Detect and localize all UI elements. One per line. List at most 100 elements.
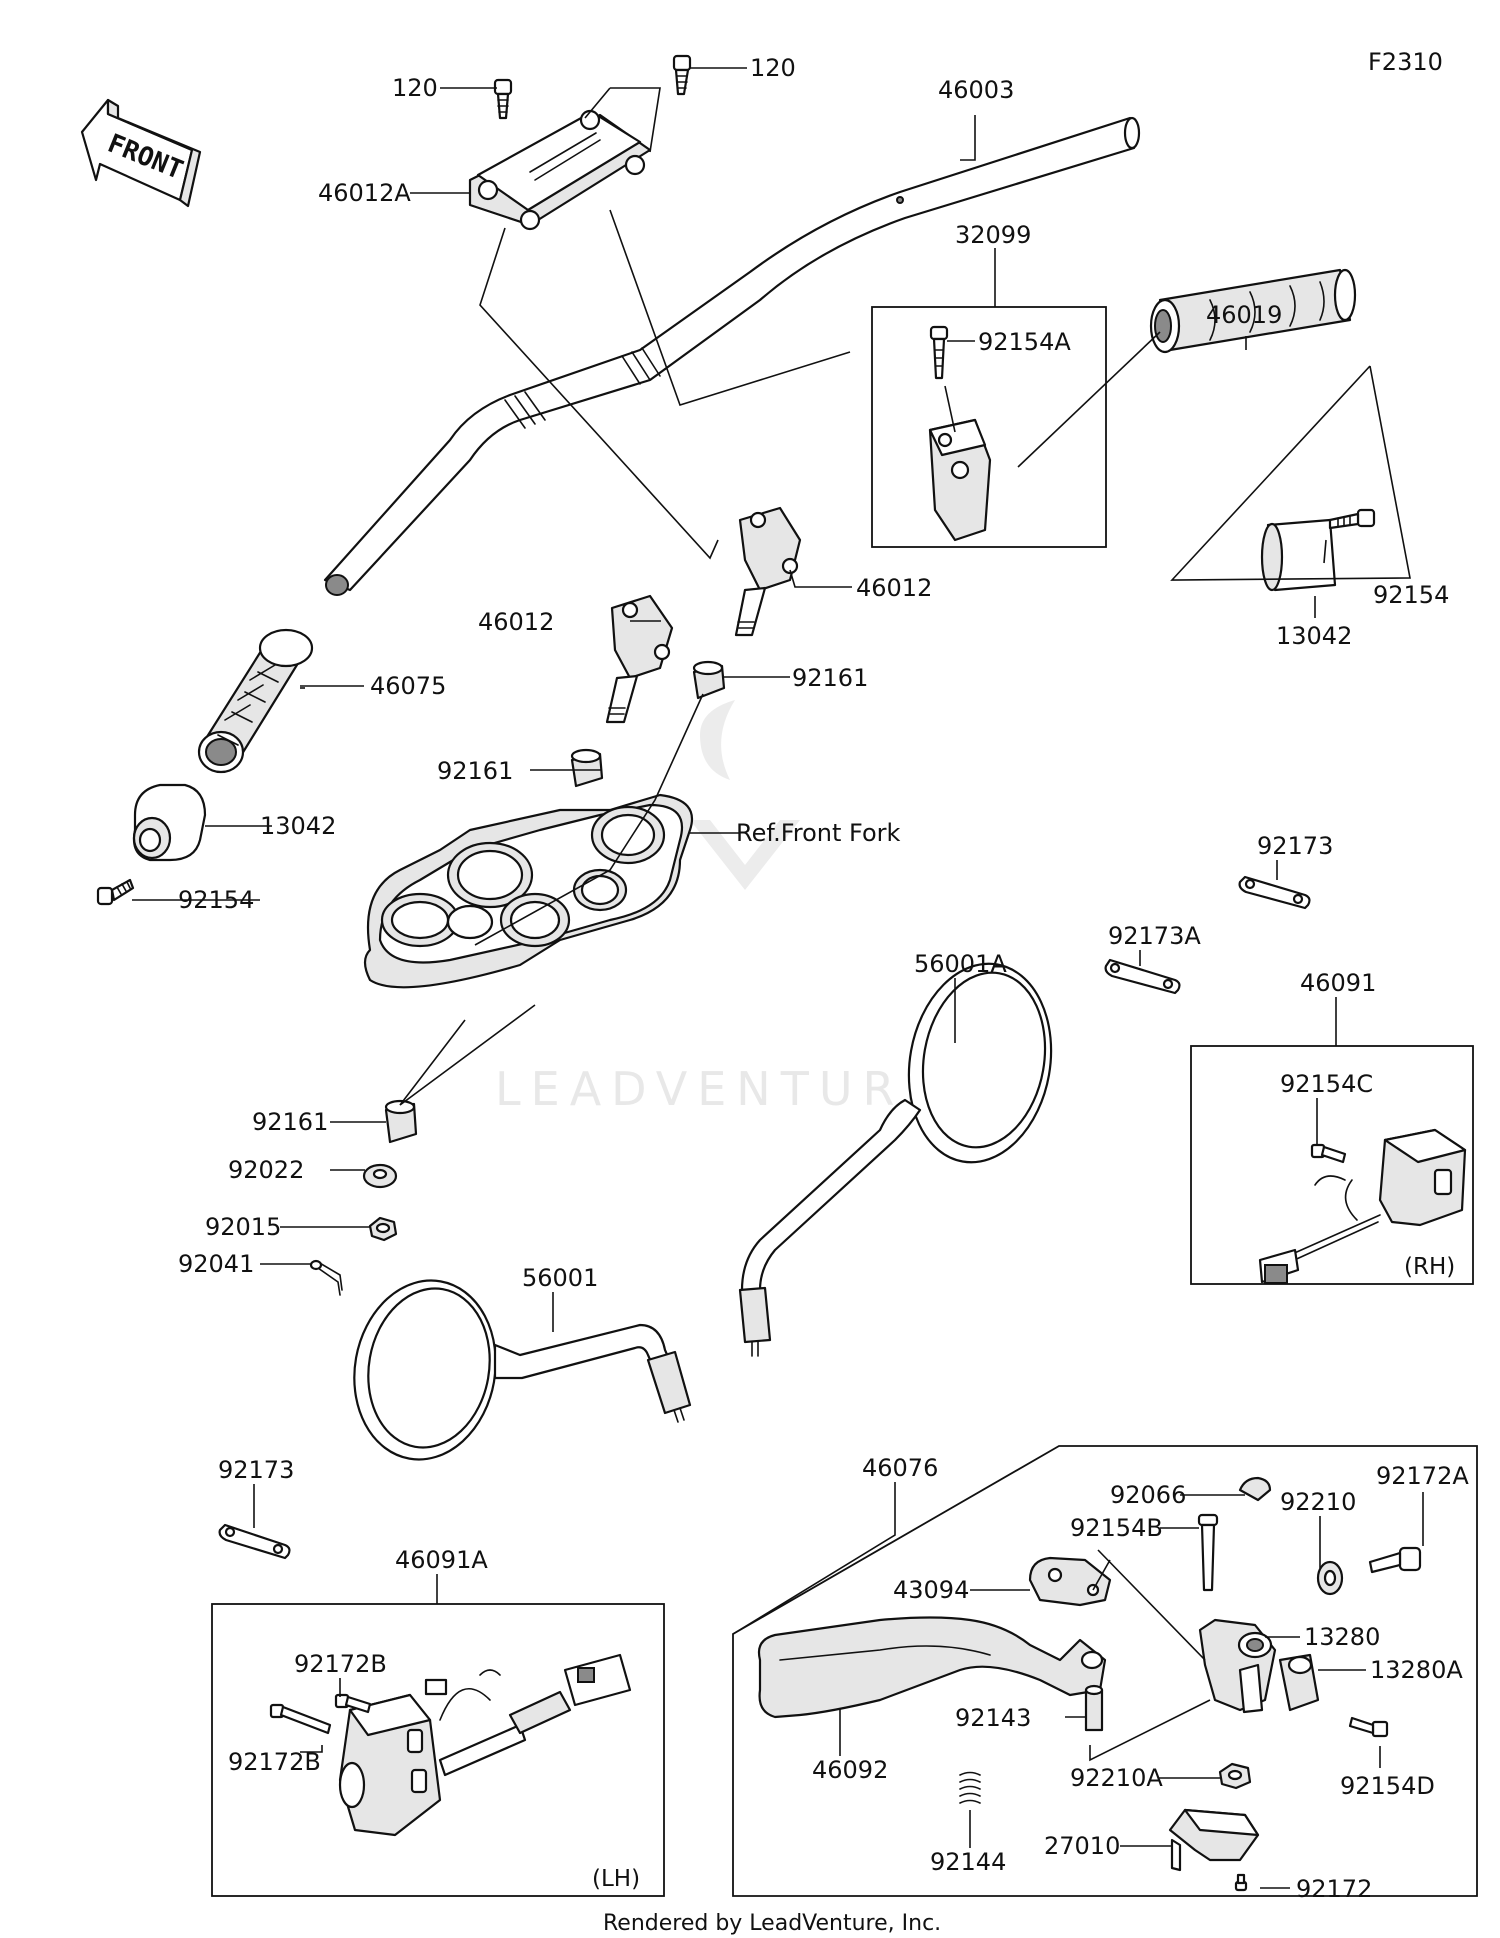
label-92210: 92210 xyxy=(1280,1488,1356,1516)
bar-end-weight-left xyxy=(132,783,207,862)
label-92154B: 92154B xyxy=(1070,1514,1163,1542)
screw-92154D xyxy=(1348,1716,1389,1738)
watermark-text: LEADVENTURE xyxy=(495,1062,944,1116)
bolt-92172A xyxy=(1368,1546,1422,1574)
label-92154-right: 92154 xyxy=(1373,581,1449,609)
upper-triple-clamp xyxy=(363,793,693,989)
switch-housing-rh xyxy=(1258,1128,1467,1284)
riser-left xyxy=(605,594,674,724)
switch-housing-lh xyxy=(338,1653,632,1837)
bolt-92154B xyxy=(1197,1513,1219,1592)
label-92015: 92015 xyxy=(205,1213,281,1241)
plate-92173-right xyxy=(1238,875,1311,910)
label-92173A: 92173A xyxy=(1108,922,1201,950)
label-92161-lower: 92161 xyxy=(252,1108,328,1136)
label-92173-right: 92173 xyxy=(1257,832,1333,860)
label-13280: 13280 xyxy=(1304,1623,1380,1651)
label-lh: (LH) xyxy=(592,1866,640,1892)
label-92154C: 92154C xyxy=(1280,1070,1373,1098)
bushing-92161-mid xyxy=(570,748,604,788)
switch-lh-box xyxy=(211,1603,665,1897)
watermark: LEADVENTURE xyxy=(495,700,944,1116)
label-56001A: 56001A xyxy=(914,950,1007,978)
label-92041: 92041 xyxy=(178,1250,254,1278)
adjuster-92210 xyxy=(1316,1560,1344,1596)
mirror-right xyxy=(738,962,1053,1357)
throttle-housing-box xyxy=(871,306,1107,548)
label-92161-upper: 92161 xyxy=(792,664,868,692)
throttle-housing xyxy=(928,418,992,542)
label-92066: 92066 xyxy=(1110,1481,1186,1509)
screw-92172B-lower xyxy=(269,1703,332,1735)
diagram-code: F2310 xyxy=(1368,48,1443,76)
label-13280A: 13280A xyxy=(1370,1656,1463,1684)
label-13042-left: 13042 xyxy=(260,812,336,840)
label-32099: 32099 xyxy=(955,221,1031,249)
label-92172A: 92172A xyxy=(1376,1462,1469,1490)
label-46091: 46091 xyxy=(1300,969,1376,997)
clutch-switch-27010 xyxy=(1168,1808,1260,1872)
label-92022: 92022 xyxy=(228,1156,304,1184)
screw-92172 xyxy=(1234,1873,1248,1892)
screw-92154A xyxy=(929,325,949,380)
bar-end-weight-right xyxy=(1260,518,1337,592)
switch-rh-box xyxy=(1190,1045,1474,1285)
screw-92154C xyxy=(1310,1143,1347,1164)
footer-credit: Rendered by LeadVenture, Inc. xyxy=(603,1911,941,1936)
front-arrow-icon: FRONT xyxy=(80,98,202,208)
label-ref-front-fork: Ref.Front Fork xyxy=(736,819,901,847)
label-92172B-lower: 92172B xyxy=(228,1748,321,1776)
leader-lines xyxy=(132,67,1424,1889)
label-46019: 46019 xyxy=(1206,301,1282,329)
washer-92022 xyxy=(362,1163,398,1189)
label-46092: 46092 xyxy=(812,1756,888,1784)
clutch-perch xyxy=(1198,1618,1320,1714)
label-56001: 56001 xyxy=(522,1264,598,1292)
nut-92015 xyxy=(368,1216,398,1242)
handlebar-clamp-upper xyxy=(468,109,652,231)
label-92172: 92172 xyxy=(1296,1875,1372,1903)
handlebar xyxy=(323,116,1141,596)
label-rh: (RH) xyxy=(1404,1254,1455,1280)
bushing-92161-lower xyxy=(384,1099,418,1144)
riser-right xyxy=(734,506,802,637)
label-46003: 46003 xyxy=(938,76,1014,104)
label-92173-left: 92173 xyxy=(218,1456,294,1484)
cotter-pin-92041 xyxy=(309,1259,343,1296)
screw-92154-left xyxy=(96,878,135,906)
label-92154-left: 92154 xyxy=(178,886,254,914)
nut-92210A xyxy=(1218,1762,1252,1790)
label-46075: 46075 xyxy=(370,672,446,700)
bolt-120-right xyxy=(672,54,692,96)
label-13042-right: 13042 xyxy=(1276,622,1352,650)
plate-92173A xyxy=(1104,958,1181,995)
label-46012-left: 46012 xyxy=(478,608,554,636)
plate-92173-left xyxy=(218,1523,291,1560)
spring-92144 xyxy=(959,1771,981,1804)
label-92161-mid: 92161 xyxy=(437,757,513,785)
label-46012A: 46012A xyxy=(318,179,411,207)
clutch-assembly-box xyxy=(732,1445,1478,1897)
screw-92154-right xyxy=(1328,508,1376,530)
bushing-92161-upper xyxy=(692,660,726,700)
label-92143: 92143 xyxy=(955,1704,1031,1732)
label-92144: 92144 xyxy=(930,1848,1006,1876)
label-120-right: 120 xyxy=(750,54,796,82)
grip-left xyxy=(197,628,314,774)
dust-cap-92066 xyxy=(1238,1476,1272,1502)
screw-92172B-upper xyxy=(334,1693,372,1714)
mirror-left xyxy=(353,1279,692,1461)
label-92210A: 92210A xyxy=(1070,1764,1163,1792)
label-92172B-upper: 92172B xyxy=(294,1650,387,1678)
clutch-lever xyxy=(757,1616,1107,1719)
label-92154A: 92154A xyxy=(978,328,1071,356)
label-46012-right: 46012 xyxy=(856,574,932,602)
label-120-left: 120 xyxy=(392,74,438,102)
label-46091A: 46091A xyxy=(395,1546,488,1574)
label-27010: 27010 xyxy=(1044,1832,1120,1860)
grip-right xyxy=(1149,268,1357,354)
lever-bracket-43094 xyxy=(1028,1556,1112,1607)
label-43094: 43094 xyxy=(893,1576,969,1604)
bolt-120-left xyxy=(493,78,513,120)
